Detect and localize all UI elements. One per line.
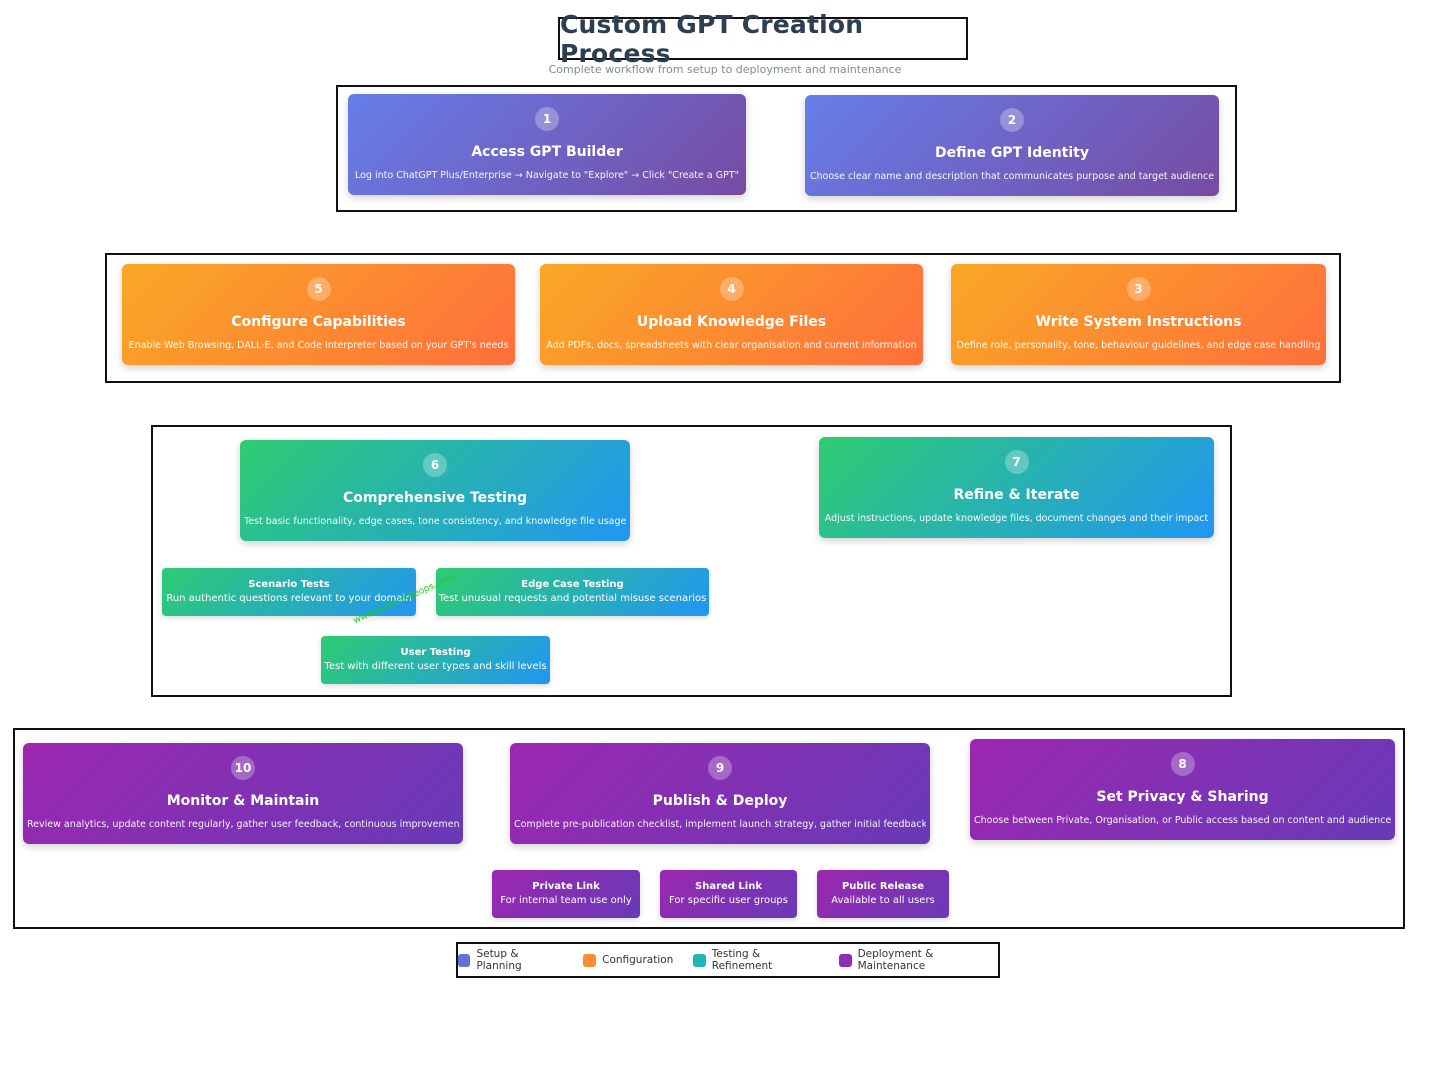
option-title: Shared Link: [695, 881, 762, 892]
substep-description: Test with different user types and skill…: [324, 661, 547, 672]
step-number-badge: 7: [1004, 450, 1029, 474]
step-9-card: 9 Publish & Deploy Complete pre-publicat…: [510, 743, 930, 844]
legend-item-testing: Testing & Refinement: [693, 948, 819, 972]
step-10-card: 10 Monitor & Maintain Review analytics, …: [23, 743, 463, 844]
scenario-tests-card: Scenario Tests Run authentic questions r…: [162, 568, 416, 616]
step-6-card: 6 Comprehensive Testing Test basic funct…: [240, 440, 630, 541]
title-box: Custom GPT Creation Process: [558, 10, 968, 68]
page-subtitle: Complete workflow from setup to deployme…: [548, 63, 902, 76]
step-title: Comprehensive Testing: [343, 490, 527, 506]
step-number-badge: 3: [1126, 277, 1151, 301]
legend-swatch: [693, 953, 706, 967]
edge-case-testing-card: Edge Case Testing Test unusual requests …: [436, 568, 709, 616]
step-title: Monitor & Maintain: [166, 793, 320, 809]
step-number-badge: 6: [423, 453, 447, 477]
legend-label: Configuration: [602, 954, 674, 966]
step-number-badge: 4: [719, 277, 744, 301]
option-description: Available to all users: [831, 895, 935, 906]
substep-description: Test unusual requests and potential misu…: [438, 593, 707, 604]
substep-title: Scenario Tests: [248, 579, 330, 590]
configuration-group: [105, 253, 1341, 383]
step-3-card: 3 Write System Instructions Define role,…: [951, 264, 1326, 365]
step-title: Define GPT Identity: [934, 145, 1089, 161]
step-7-card: 7 Refine & Iterate Adjust instructions, …: [819, 437, 1214, 538]
legend-swatch: [839, 953, 852, 967]
legend-item-configuration: Configuration: [583, 953, 674, 967]
legend-item-setup: Setup & Planning: [458, 948, 563, 972]
legend: Setup & Planning Configuration Testing &…: [456, 942, 1000, 978]
step-title: Set Privacy & Sharing: [1096, 789, 1269, 805]
step-description: Choose clear name and description that c…: [809, 171, 1215, 182]
user-testing-card: User Testing Test with different user ty…: [321, 636, 550, 684]
step-description: Complete pre-publication checklist, impl…: [514, 819, 926, 830]
step-description: Test basic functionality, edge cases, to…: [244, 516, 626, 527]
step-description: Add PDFs, docs, spreadsheets with clear …: [546, 340, 917, 351]
step-1-card: 1 Access GPT Builder Log into ChatGPT Pl…: [348, 94, 746, 195]
legend-swatch: [458, 953, 471, 967]
step-number-badge: 9: [708, 756, 732, 780]
setup-group: [336, 85, 1237, 212]
step-2-card: 2 Define GPT Identity Choose clear name …: [805, 95, 1219, 196]
step-8-card: 8 Set Privacy & Sharing Choose between P…: [970, 739, 1395, 840]
legend-label: Testing & Refinement: [711, 948, 773, 972]
substep-title: User Testing: [400, 647, 471, 658]
step-title: Publish & Deploy: [652, 793, 788, 809]
private-link-card: Private Link For internal team use only: [492, 870, 640, 918]
step-title: Refine & Iterate: [953, 487, 1080, 503]
step-4-card: 4 Upload Knowledge Files Add PDFs, docs,…: [540, 264, 923, 365]
step-description: Define role, personality, tone, behaviou…: [956, 340, 1321, 351]
option-title: Private Link: [532, 881, 600, 892]
legend-item-deployment: Deployment & Maintenance: [839, 948, 998, 972]
step-number-badge: 8: [1170, 752, 1195, 776]
legend-label: Deployment & Maintenance: [857, 948, 934, 972]
testing-group: [151, 425, 1232, 697]
step-title: Access GPT Builder: [471, 144, 623, 160]
option-description: For specific user groups: [668, 895, 788, 906]
step-number-badge: 10: [231, 756, 255, 780]
step-description: Enable Web Browsing, DALL-E, and Code In…: [128, 340, 509, 351]
step-title: Configure Capabilities: [231, 314, 406, 330]
step-number-badge: 2: [1000, 108, 1024, 132]
step-description: Log into ChatGPT Plus/Enterprise → Navig…: [354, 170, 740, 181]
substep-description: Run authentic questions relevant to your…: [166, 593, 412, 604]
step-number-badge: 1: [535, 107, 559, 131]
step-description: Choose between Private, Organisation, or…: [974, 815, 1391, 826]
page-title: Custom GPT Creation Process: [560, 9, 864, 68]
substep-title: Edge Case Testing: [521, 579, 624, 590]
step-description: Adjust instructions, update knowledge fi…: [824, 513, 1209, 524]
shared-link-card: Shared Link For specific user groups: [660, 870, 797, 918]
public-release-card: Public Release Available to all users: [817, 870, 949, 918]
step-5-card: 5 Configure Capabilities Enable Web Brow…: [122, 264, 515, 365]
step-number-badge: 5: [306, 277, 331, 301]
legend-label: Setup & Planning: [476, 948, 522, 972]
step-title: Write System Instructions: [1035, 314, 1242, 330]
deployment-group: [13, 728, 1405, 929]
step-title: Upload Knowledge Files: [636, 314, 827, 330]
step-description: Review analytics, update content regular…: [27, 819, 459, 830]
legend-swatch: [583, 953, 597, 967]
option-title: Public Release: [841, 881, 925, 892]
option-description: For internal team use only: [500, 895, 632, 906]
